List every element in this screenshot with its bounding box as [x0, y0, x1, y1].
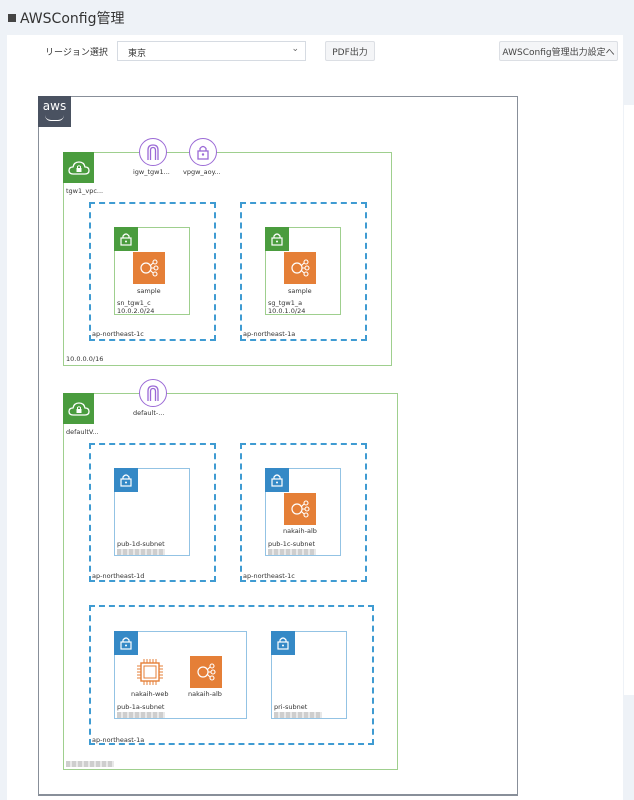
resource-name: sample — [137, 287, 161, 295]
subnet-cidr-redacted — [274, 712, 322, 718]
load-balancer-icon[interactable] — [284, 493, 316, 525]
az-name: ap-northeast-1c — [92, 330, 144, 338]
az-name: ap-northeast-1a — [243, 330, 296, 338]
availability-zone[interactable] — [89, 605, 374, 745]
region-label: リージョン選択 — [45, 48, 108, 58]
subnet-name: pub-1c-subnet — [268, 540, 316, 548]
resource-name: nakaih-alb — [188, 690, 222, 698]
subnet-name: pub-1d-subnet — [117, 540, 165, 548]
vpc-cidr-redacted — [66, 761, 114, 767]
region-select-value: 東京 — [128, 49, 147, 59]
pdf-export-button[interactable]: PDF出力 — [325, 41, 375, 61]
subnet-name: pub-1a-subnet — [117, 703, 165, 711]
page-title-text: AWSConfig管理 — [20, 11, 125, 27]
availability-zone[interactable] — [240, 202, 367, 341]
resource-name: sample — [288, 287, 312, 295]
chevron-down-icon: ⌄ — [291, 44, 299, 54]
subnet-lock-icon — [265, 227, 289, 251]
subnet-cidr-redacted — [117, 712, 165, 718]
subnet-lock-icon — [114, 227, 138, 251]
right-panel — [624, 105, 634, 695]
availability-zone[interactable] — [240, 443, 367, 582]
gateway-name: default-... — [133, 409, 165, 417]
availability-zone[interactable] — [89, 443, 216, 582]
vpc-cloud-lock-icon — [63, 393, 94, 424]
load-balancer-icon[interactable] — [133, 252, 165, 284]
availability-zone[interactable] — [89, 202, 216, 341]
gateway-name: vpgw_aoy... — [183, 168, 221, 176]
subnet-name: sg_tgw1_a — [268, 299, 303, 307]
subnet-cidr: 10.0.2.0/24 — [117, 307, 155, 315]
subnet-name: pri-subnet — [274, 703, 308, 711]
az-name: ap-northeast-1c — [243, 572, 295, 580]
aws-logo-text: aws — [42, 99, 67, 113]
subnet-lock-icon — [114, 468, 138, 492]
title-bullet-icon — [8, 14, 16, 22]
resource-name: nakaih-alb — [283, 527, 317, 535]
vpc-cidr: 10.0.0.0/16 — [66, 355, 104, 363]
vpc-name: tgw1_vpc... — [66, 187, 104, 195]
subnet-lock-icon — [265, 468, 289, 492]
subnet-name: sn_tgw1_c — [117, 299, 151, 307]
subnet-cidr: 10.0.1.0/24 — [268, 307, 306, 315]
load-balancer-icon[interactable] — [284, 252, 316, 284]
aws-logo-icon: aws — [38, 96, 71, 127]
internet-gateway-icon[interactable] — [139, 379, 167, 407]
subnet-lock-icon — [271, 631, 295, 655]
vpc-name: defaultV... — [66, 428, 99, 436]
vpc-cloud-lock-icon — [63, 152, 94, 183]
internet-gateway-icon[interactable] — [139, 138, 167, 166]
subnet[interactable] — [114, 631, 247, 719]
subnet-lock-icon — [114, 631, 138, 655]
subnet[interactable] — [271, 631, 347, 719]
gateway-name: igw_tgw1... — [133, 168, 170, 176]
subnet-cidr-redacted — [117, 549, 165, 555]
load-balancer-icon[interactable] — [190, 656, 222, 688]
ec2-instance-icon[interactable] — [134, 656, 166, 688]
subnet-cidr-redacted — [268, 549, 316, 555]
page-title: AWSConfig管理 — [8, 8, 124, 28]
vpn-gateway-icon[interactable] — [189, 138, 217, 166]
az-name: ap-northeast-1d — [92, 572, 145, 580]
config-settings-button[interactable]: AWSConfig管理出力設定へ — [499, 41, 618, 61]
resource-name: nakaih-web — [131, 690, 169, 698]
az-name: ap-northeast-1a — [92, 736, 145, 744]
subnet[interactable] — [114, 468, 190, 556]
region-select[interactable]: 東京 ⌄ — [117, 41, 306, 61]
